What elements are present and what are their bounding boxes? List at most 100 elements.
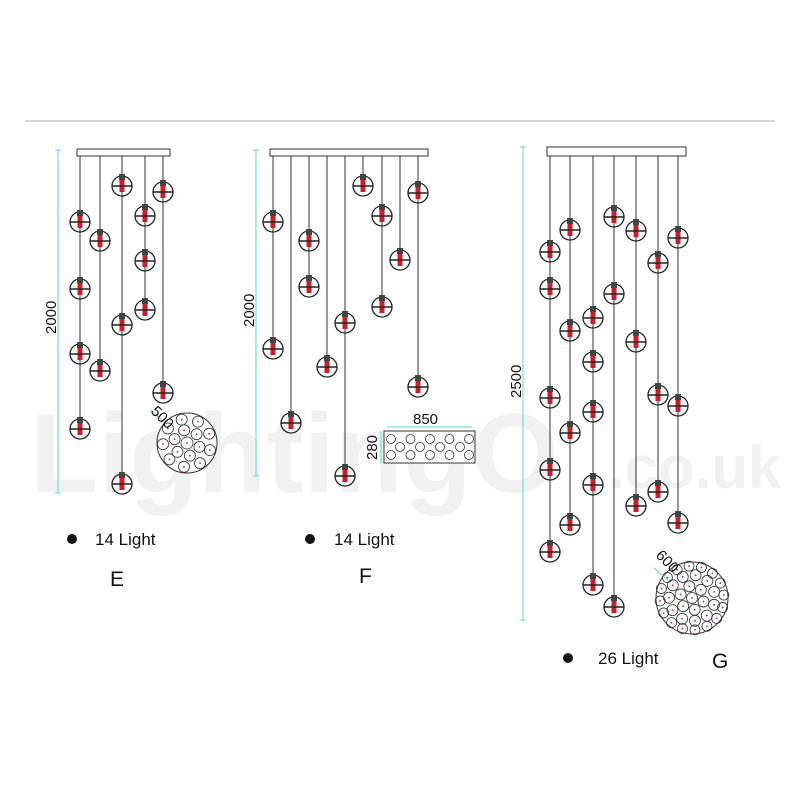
canopy-hole: [666, 604, 679, 617]
canopy-hole: [193, 440, 206, 453]
bulb-holder: [415, 181, 421, 187]
canopy-hole: [405, 450, 416, 460]
canopy-hole: [718, 589, 730, 601]
canopy-hole-dot: [180, 418, 183, 421]
canopy-hole-dot: [671, 609, 674, 612]
watermark-suffix: .co.uk: [608, 434, 782, 501]
bulb-holder: [590, 306, 596, 312]
canopy-hole: [395, 442, 405, 452]
model-g-height-dim: 2500: [508, 365, 525, 398]
bulb-holder: [675, 226, 681, 232]
canopy-hole: [178, 460, 190, 473]
canopy-dimension-line: [149, 409, 167, 425]
bulb-holder: [567, 513, 573, 519]
bulb-holder: [324, 355, 330, 361]
model-f-letter: F: [359, 565, 372, 588]
canopy-hole: [654, 595, 666, 607]
canopy-hole-dot: [176, 450, 179, 453]
canopy-hole-dot: [706, 579, 709, 582]
canopy-hole: [689, 614, 701, 627]
canopy-dimension-line: [653, 567, 669, 581]
canopy-hole: [707, 567, 718, 579]
canopy-hole-dot: [679, 593, 682, 596]
canopy-hole-dot: [700, 566, 703, 569]
bulb-holder: [655, 383, 661, 389]
canopy-hole-dot: [682, 605, 685, 608]
ceiling-plate: [76, 148, 171, 157]
canopy-hole: [666, 617, 677, 629]
canopy-hole: [689, 624, 701, 636]
canopy-hole: [708, 598, 720, 611]
canopy-hole-dot: [681, 576, 684, 578]
canopy-hole-dot: [671, 584, 674, 587]
rectangle-canopy: [383, 430, 476, 464]
bulb-holder: [119, 472, 125, 478]
bulb-holder: [655, 251, 661, 257]
bulb-holder: [97, 359, 103, 365]
canopy-hole-dot: [183, 465, 185, 468]
model-f-canopy-depth-dim: 280: [364, 435, 381, 460]
canopy-hole: [203, 427, 216, 440]
bulb-holder: [97, 229, 103, 235]
bulb-holder: [633, 219, 639, 225]
model-e-letter: E: [110, 568, 124, 591]
canopy-hole-dot: [688, 585, 691, 588]
model-f-bullet: [305, 534, 315, 544]
canopy-hole: [386, 434, 396, 444]
bulb-holder: [590, 350, 596, 356]
canopy-hole-dot: [691, 597, 693, 599]
bulb-holder: [547, 240, 553, 246]
canopy-hole-dot: [693, 608, 696, 611]
bulb-holder: [415, 375, 421, 381]
canopy-hole-dot: [670, 621, 673, 624]
canopy-hole-dot: [188, 454, 191, 457]
canopy-hole: [183, 449, 196, 462]
canopy-hole: [676, 571, 689, 583]
canopy-hole-dot: [195, 433, 198, 436]
canopy-hole-dot: [208, 432, 211, 435]
ceiling-plate: [269, 148, 429, 157]
model-f-canopy-width-dim: 850: [413, 411, 438, 428]
canopy-hole: [677, 623, 688, 634]
bulb-holder: [119, 174, 125, 180]
bulb-holder: [675, 511, 681, 517]
canopy-hole: [425, 434, 435, 444]
canopy-hole: [674, 588, 687, 601]
canopy-hole: [683, 580, 696, 593]
bulb-holder: [288, 411, 294, 417]
bulb-holder: [397, 248, 403, 254]
canopy-hole-dot: [713, 603, 715, 606]
canopy-hole-dot: [688, 565, 690, 568]
canopy-hole-dot: [694, 619, 696, 622]
canopy-hole: [696, 562, 707, 573]
canopy-hole: [464, 450, 474, 460]
bulb-holder: [342, 464, 348, 470]
canopy-hole: [386, 450, 396, 460]
canopy-hole: [163, 453, 176, 466]
bulb-holder: [160, 180, 166, 186]
bulb-holder: [77, 277, 83, 283]
canopy-hole-dot: [168, 458, 171, 461]
canopy-hole: [676, 612, 689, 625]
bulb-holder: [590, 400, 596, 406]
bulb-holder: [675, 394, 681, 400]
canopy-hole-dot: [694, 574, 697, 577]
canopy-hole-dot: [209, 449, 211, 451]
canopy-hole: [714, 577, 726, 589]
canopy-hole: [405, 434, 416, 444]
canopy-hole-dot: [694, 628, 696, 631]
canopy-hole-dot: [173, 438, 176, 441]
bulb-holder: [306, 275, 312, 281]
canopy-hole: [161, 422, 174, 435]
canopy-hole-dot: [699, 588, 702, 591]
canopy-hole-dot: [702, 600, 705, 603]
bulb-holder: [270, 210, 276, 216]
canopy-hole-dot: [662, 612, 665, 614]
canopy-hole: [190, 428, 203, 441]
canopy-hole: [204, 444, 216, 456]
bulb-holder: [633, 330, 639, 336]
canopy-hole-dot: [715, 617, 718, 620]
bulb-holder: [379, 295, 385, 301]
bulb-holder: [567, 421, 573, 427]
